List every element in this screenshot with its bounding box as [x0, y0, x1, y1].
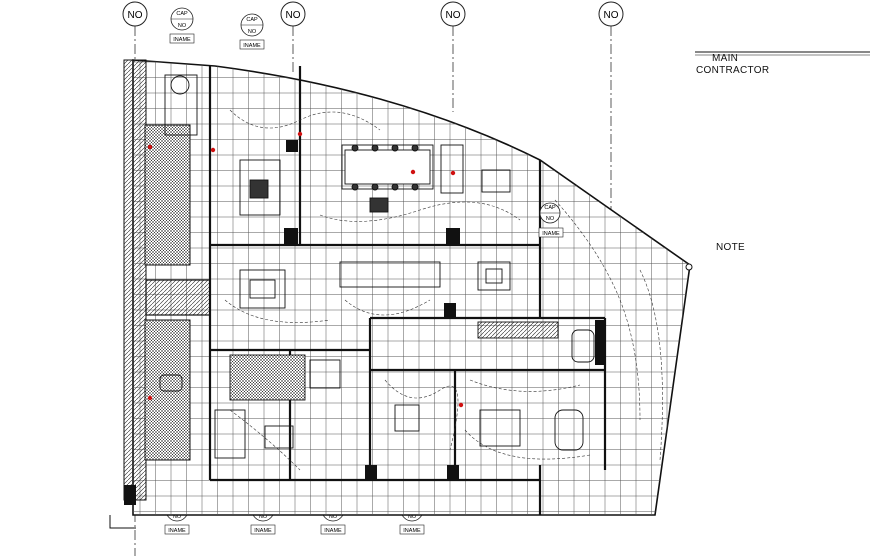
- room-tag: CAP NO INAME: [538, 202, 564, 238]
- grid-bubble-label: NO: [128, 10, 143, 21]
- svg-text:INAME: INAME: [324, 528, 342, 534]
- grid-bubble: NO: [122, 1, 148, 27]
- svg-text:CAP: CAP: [544, 205, 556, 211]
- entry-step: [109, 515, 136, 529]
- grid-bubble-label: NO: [446, 10, 461, 21]
- balcony-rail: [145, 279, 211, 316]
- title-block-line1: MAIN: [712, 53, 739, 64]
- svg-text:NO: NO: [259, 514, 268, 520]
- svg-text:INAME: INAME: [243, 43, 261, 49]
- svg-text:INAME: INAME: [403, 528, 421, 534]
- svg-text:INAME: INAME: [254, 528, 272, 534]
- svg-text:NO: NO: [173, 514, 182, 520]
- svg-text:NO: NO: [546, 216, 555, 222]
- svg-text:CAP: CAP: [246, 17, 258, 23]
- grid-bubble-label: NO: [286, 10, 301, 21]
- facade-block: [144, 319, 191, 461]
- svg-text:INAME: INAME: [173, 37, 191, 43]
- section-tag: CAP NO INAME: [239, 13, 265, 50]
- fixture-markers: [147, 131, 464, 408]
- svg-text:NO: NO: [408, 514, 417, 520]
- note-label: NOTE: [716, 242, 745, 253]
- grid-bubble: NO: [598, 1, 624, 27]
- svg-text:NO: NO: [178, 23, 187, 29]
- top-grid-markers: NO NO NO NO: [122, 1, 624, 27]
- svg-text:INAME: INAME: [542, 231, 560, 237]
- lighting-circuits: [224, 109, 663, 471]
- svg-text:NO: NO: [248, 29, 257, 35]
- svg-text:INAME: INAME: [168, 528, 186, 534]
- building-outline: [132, 59, 691, 516]
- title-block: [695, 51, 870, 56]
- title-block-line2: CONTRACTOR: [696, 65, 770, 76]
- interior-walls: [208, 66, 607, 515]
- svg-text:NO: NO: [329, 514, 338, 520]
- facade-block: [144, 124, 191, 266]
- grid-bubble: NO: [280, 1, 306, 27]
- svg-text:CAP: CAP: [176, 11, 188, 17]
- grid-bubble: NO: [440, 1, 466, 27]
- corner-marker: [685, 263, 693, 271]
- section-tag: CAP NO INAME: [169, 7, 195, 44]
- grid-bubble-label: NO: [604, 10, 619, 21]
- structural-columns: [124, 140, 605, 505]
- furniture: [159, 74, 595, 459]
- facade-hatch: [123, 59, 147, 501]
- dining-table: [341, 144, 434, 191]
